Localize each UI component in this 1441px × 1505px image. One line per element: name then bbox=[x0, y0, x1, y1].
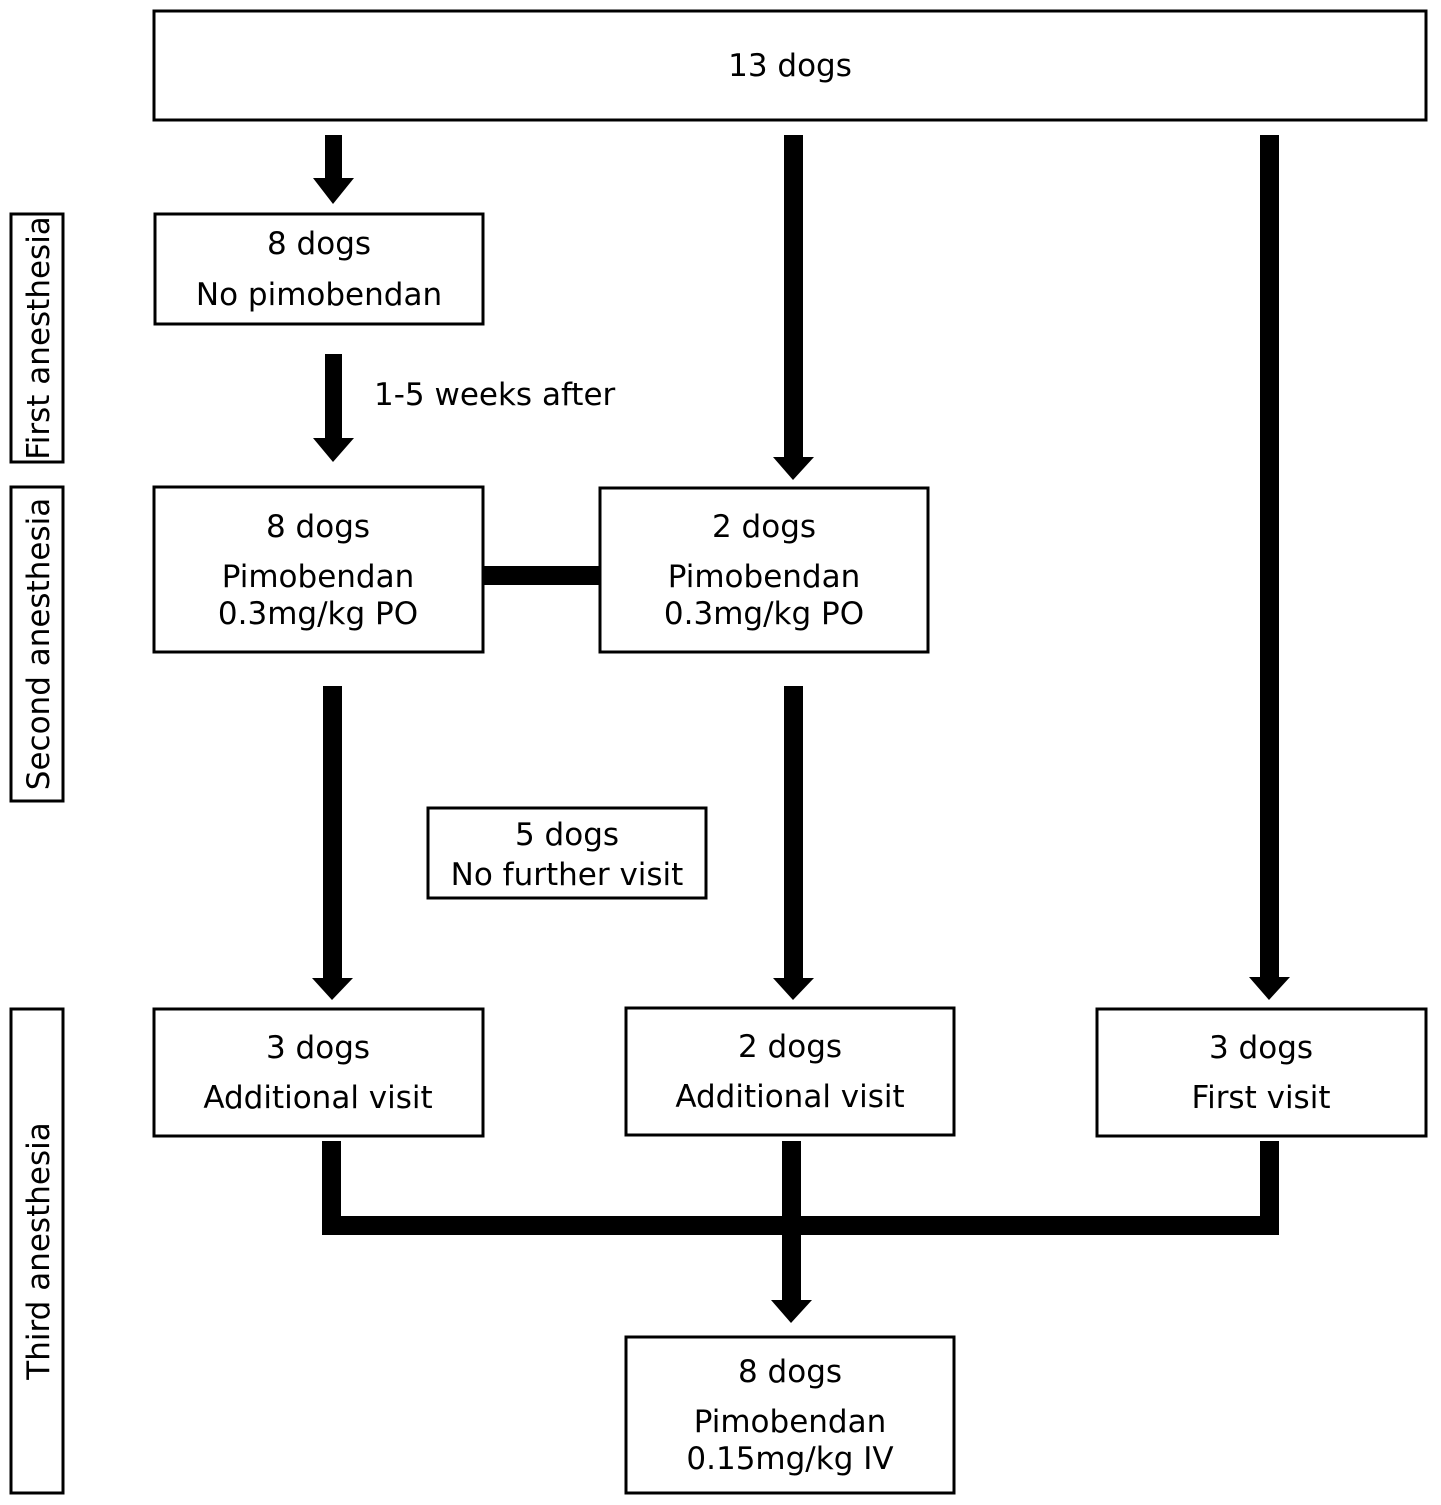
node-dropout-line1: 5 dogs bbox=[515, 817, 619, 853]
node-third-mid: 2 dogs Additional visit bbox=[624, 1006, 956, 1137]
arrow-head bbox=[771, 1300, 812, 1323]
node-second-mid-line2: Pimobendan bbox=[668, 559, 861, 595]
node-top: 13 dogs bbox=[152, 9, 1428, 122]
phase-second-text: Second anesthesia bbox=[21, 498, 57, 790]
merge-vertical bbox=[1260, 1141, 1279, 1235]
arrow-shaft bbox=[1260, 135, 1279, 977]
node-dropout-line2: No further visit bbox=[451, 857, 684, 893]
node-third-right-line2: First visit bbox=[1192, 1080, 1331, 1116]
node-second-left-line3: 0.3mg/kg PO bbox=[218, 596, 418, 632]
node-third-right-line1: 3 dogs bbox=[1209, 1030, 1313, 1066]
node-final: 8 dogs Pimobendan 0.15mg/kg IV bbox=[624, 1335, 956, 1495]
node-first-group-line2: No pimobendan bbox=[196, 277, 442, 313]
merge-vertical bbox=[322, 1141, 341, 1235]
phase-label-second: Second anesthesia bbox=[9, 485, 65, 803]
merge-vertical bbox=[782, 1141, 801, 1235]
node-second-left-line2: Pimobendan bbox=[222, 559, 415, 595]
interval-label: 1-5 weeks after bbox=[374, 377, 616, 413]
node-top-line1: 13 dogs bbox=[728, 48, 852, 84]
merge-horizontal bbox=[322, 1216, 1279, 1235]
phase-label-first: First anesthesia bbox=[9, 212, 65, 464]
link-bar bbox=[484, 566, 601, 585]
arrow-shaft bbox=[325, 354, 342, 438]
node-final-line1: 8 dogs bbox=[738, 1354, 842, 1390]
arrow-shaft bbox=[784, 135, 803, 457]
arrow-shaft bbox=[782, 1235, 801, 1300]
node-final-line3: 0.15mg/kg IV bbox=[686, 1441, 893, 1477]
node-third-right: 3 dogs First visit bbox=[1095, 1007, 1428, 1138]
arrow-shaft bbox=[784, 686, 803, 978]
arrow-shaft bbox=[325, 135, 342, 178]
phase-label-third: Third anesthesia bbox=[9, 1007, 65, 1495]
node-second-mid-line1: 2 dogs bbox=[712, 509, 816, 545]
node-second-mid: 2 dogs Pimobendan 0.3mg/kg PO bbox=[598, 486, 930, 654]
node-second-left: 8 dogs Pimobendan 0.3mg/kg PO bbox=[152, 485, 485, 654]
node-third-left-line1: 3 dogs bbox=[266, 1030, 370, 1066]
arrow-head bbox=[312, 978, 353, 1000]
node-third-left: 3 dogs Additional visit bbox=[152, 1007, 485, 1138]
node-second-left-line1: 8 dogs bbox=[266, 509, 370, 545]
node-first-group-line1: 8 dogs bbox=[267, 226, 371, 262]
node-dropout: 5 dogs No further visit bbox=[426, 806, 708, 900]
node-third-mid-line1: 2 dogs bbox=[738, 1029, 842, 1065]
connectors bbox=[312, 135, 1290, 1323]
arrow-shaft bbox=[323, 686, 342, 978]
arrow-head bbox=[313, 178, 354, 204]
phase-first-text: First anesthesia bbox=[21, 216, 57, 460]
node-final-line2: Pimobendan bbox=[694, 1404, 887, 1440]
node-third-left-line2: Additional visit bbox=[203, 1080, 432, 1116]
arrow-head bbox=[773, 457, 814, 480]
phase-third-text: Third anesthesia bbox=[21, 1122, 57, 1380]
node-first-group: 8 dogs No pimobendan bbox=[153, 212, 485, 326]
arrow-head bbox=[313, 438, 354, 462]
arrow-head bbox=[1249, 977, 1290, 1000]
node-third-mid-line2: Additional visit bbox=[675, 1079, 904, 1115]
arrow-head bbox=[773, 978, 814, 1000]
node-second-mid-line3: 0.3mg/kg PO bbox=[664, 596, 864, 632]
